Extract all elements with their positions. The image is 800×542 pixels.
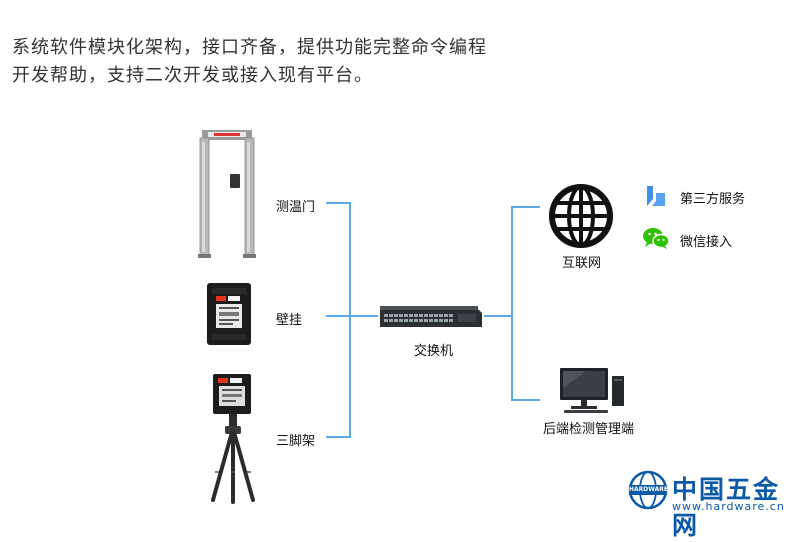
hardware-logo: [628, 470, 668, 510]
label-wall-mount: 壁挂: [276, 313, 303, 328]
label-switch: 交换机: [414, 344, 454, 359]
label-internet: 互联网: [562, 256, 602, 271]
intro-text: 系统软件模块化架构，接口齐备，提供功能完整命令编程 开发帮助，支持二次开发或接入…: [12, 34, 612, 90]
computer-icon: [560, 368, 624, 413]
wall-mount-image: [207, 283, 251, 345]
label-tripod: 三脚架: [276, 434, 316, 449]
hardware-logo-badge: HARDWARE: [629, 486, 668, 493]
intro-line-2: 开发帮助，支持二次开发或接入现有平台。: [12, 65, 373, 86]
watermark-site-name: 中国五金网: [672, 475, 781, 540]
intro-line-1: 系统软件模块化架构，接口齐备，提供功能完整命令编程: [12, 37, 487, 58]
tripod-image: [211, 374, 255, 504]
label-third-party: 第三方服务: [680, 192, 746, 207]
network-switch-image: [380, 306, 482, 327]
label-temperature-gate: 测温门: [276, 200, 316, 215]
connection-lines: [326, 202, 540, 438]
line-internet: [511, 206, 540, 401]
label-backend: 后端检测管理端: [543, 422, 635, 437]
wechat-icon: [643, 228, 670, 249]
globe-icon: [549, 184, 613, 248]
label-wechat: 微信接入: [680, 235, 733, 250]
third-party-service-icon: [647, 186, 665, 206]
line-gate: [326, 202, 351, 438]
temperature-gate-image: [198, 130, 256, 258]
watermark-url: www.hardware.cn: [672, 500, 785, 513]
